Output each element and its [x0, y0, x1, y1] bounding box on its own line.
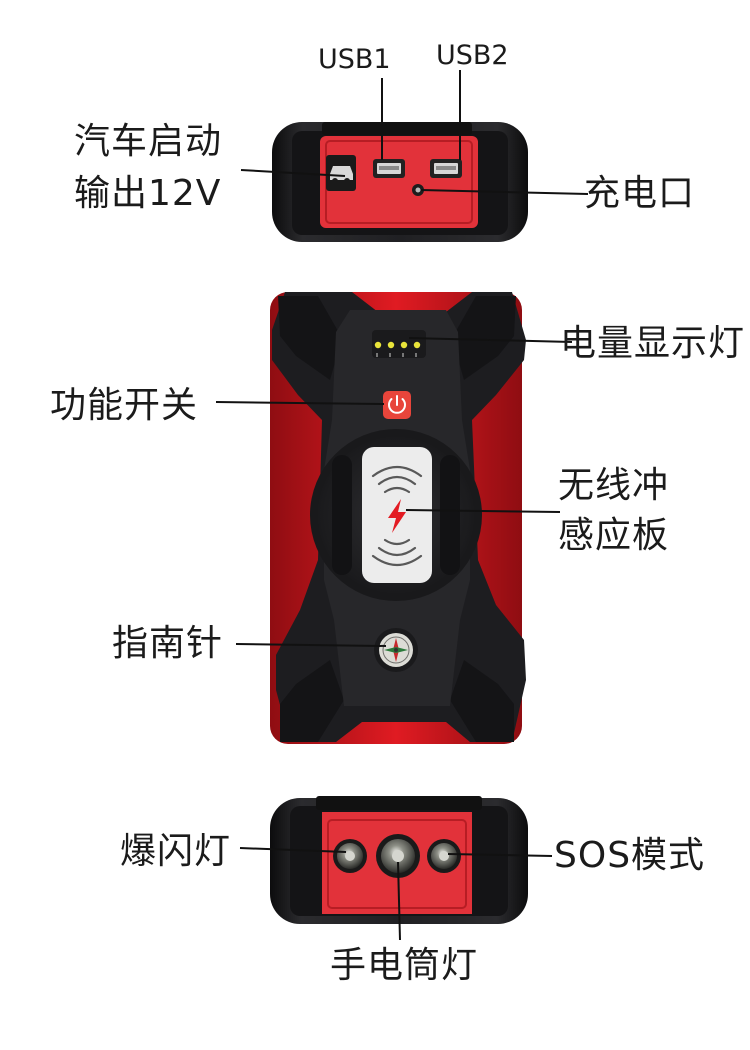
flashlight-label: 手电筒灯: [330, 945, 479, 986]
wireless-label-line2: 感应板: [558, 515, 670, 556]
flashlight-led: [376, 834, 420, 878]
bottom-view: [239, 796, 553, 941]
wireless-charging-icon: [371, 465, 423, 567]
compass-icon: [374, 628, 418, 672]
battery-indicator-lights: [372, 330, 426, 358]
car-icon: [326, 155, 356, 191]
power-button[interactable]: [383, 391, 411, 419]
usb1-label: USB1: [318, 44, 391, 75]
charge-port-label: 充电口: [584, 173, 696, 214]
lightning-icon: [388, 499, 406, 533]
battery-indicator-label: 电量显示灯: [560, 323, 746, 364]
wireless-charging-pad: [310, 429, 482, 601]
usb2-port: [430, 159, 462, 178]
usb2-label: USB2: [436, 40, 509, 71]
usb1-port: [373, 159, 405, 178]
indicator-light: [400, 341, 408, 349]
sos-led: [427, 839, 461, 873]
compass-label: 指南针: [112, 623, 224, 664]
power-icon: [388, 395, 406, 414]
indicator-light: [387, 341, 395, 349]
charge-port: [412, 184, 424, 196]
indicator-light: [413, 341, 421, 349]
strobe-light-label: 爆闪灯: [120, 831, 232, 872]
strobe-led: [333, 839, 367, 873]
top-view: [240, 70, 589, 242]
function-switch-label: 功能开关: [50, 385, 199, 426]
front-view: [215, 292, 573, 744]
wireless-label-line1: 无线冲: [558, 465, 670, 506]
car-start-label-line2: 输出12V: [74, 173, 222, 214]
car-start-label-line1: 汽车启动: [74, 121, 223, 162]
indicator-light: [374, 341, 382, 349]
sos-mode-label: SOS模式: [554, 835, 706, 876]
